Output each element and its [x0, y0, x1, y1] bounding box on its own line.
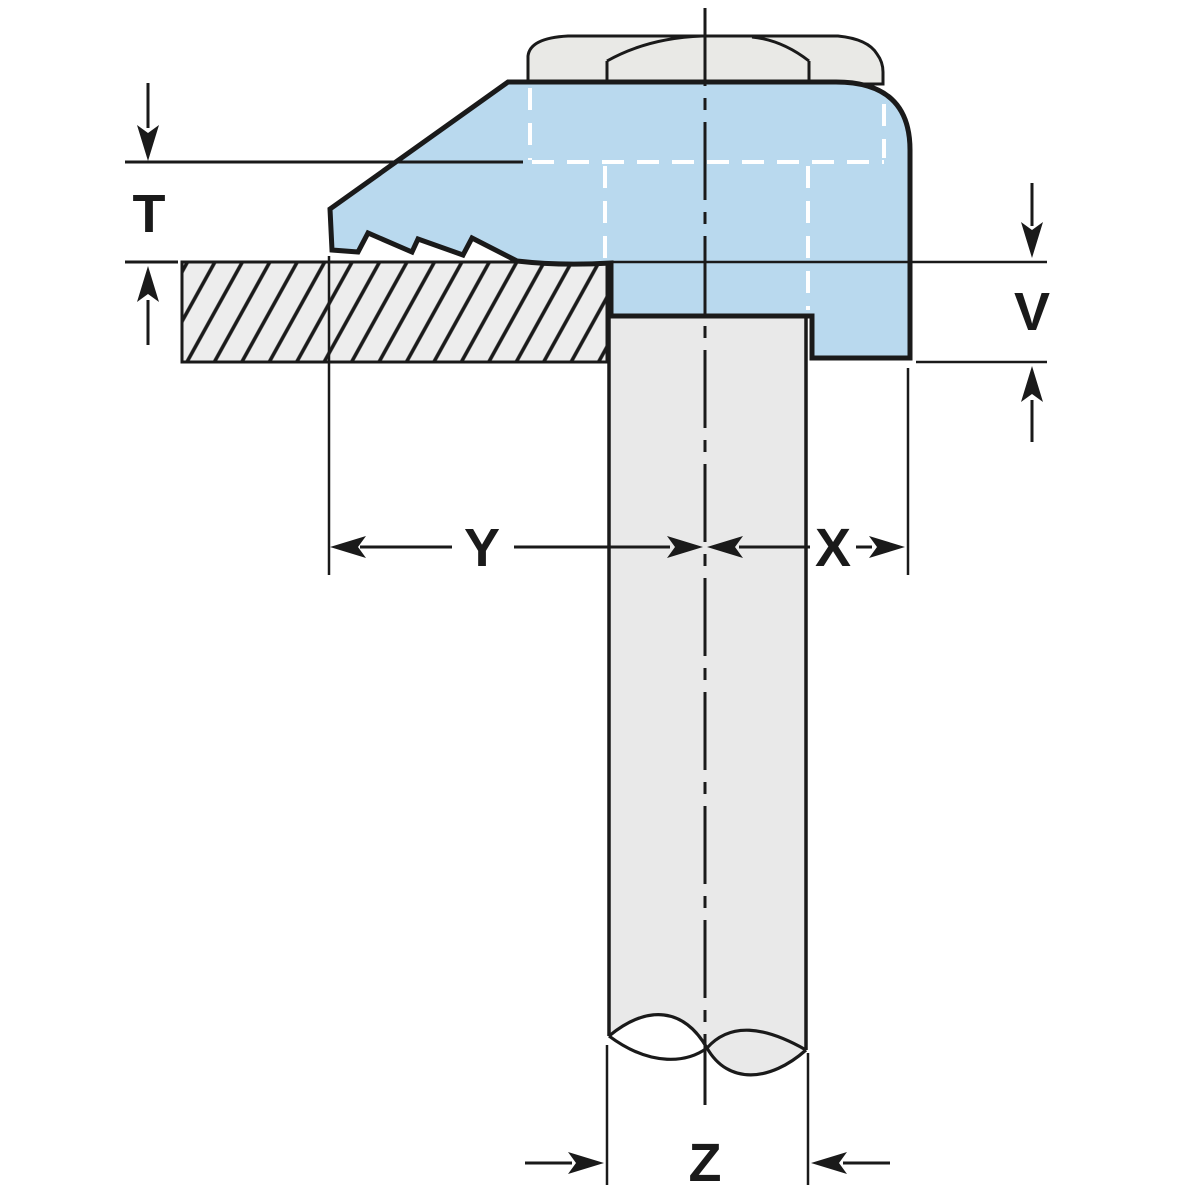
stud-break-curve-upper	[608, 1028, 807, 1061]
dimension-x: X	[707, 368, 910, 578]
dimension-y: Y	[327, 256, 703, 578]
hex-nut-right-chamfer-arc	[751, 35, 810, 63]
dimension-z: Z	[525, 1045, 890, 1193]
stud-shaft	[607, 312, 808, 1077]
hex-nut-left-chamfer-arc	[606, 34, 703, 63]
dimension-t: T	[125, 83, 178, 345]
y-arrow-right-icon	[667, 536, 703, 558]
workpiece-plate	[180, 260, 609, 364]
dimension-label-v: V	[1014, 282, 1050, 342]
z-arrow-left-icon	[811, 1152, 847, 1174]
z-arrow-right-icon	[568, 1152, 604, 1174]
y-arrow-left-icon	[330, 536, 366, 558]
x-arrow-left-icon	[707, 536, 743, 558]
v-arrow-up-icon	[1021, 366, 1043, 402]
stud-shaft-body	[609, 312, 806, 1075]
workpiece-plate-outline	[180, 260, 609, 364]
t-arrow-down-icon	[137, 125, 159, 161]
x-arrow-right-icon	[869, 536, 905, 558]
dimension-label-t: T	[133, 184, 166, 244]
dimension-label-y: Y	[464, 518, 500, 578]
v-arrow-down-icon	[1021, 222, 1043, 258]
clamp-body	[327, 79, 913, 361]
t-arrow-up-icon	[137, 266, 159, 302]
hidden-edges	[528, 88, 886, 310]
dimension-label-x: X	[815, 518, 851, 578]
workpiece-hatch-pattern	[182, 262, 607, 362]
dimension-v: V	[613, 183, 1050, 442]
dimension-label-z: Z	[689, 1133, 722, 1193]
